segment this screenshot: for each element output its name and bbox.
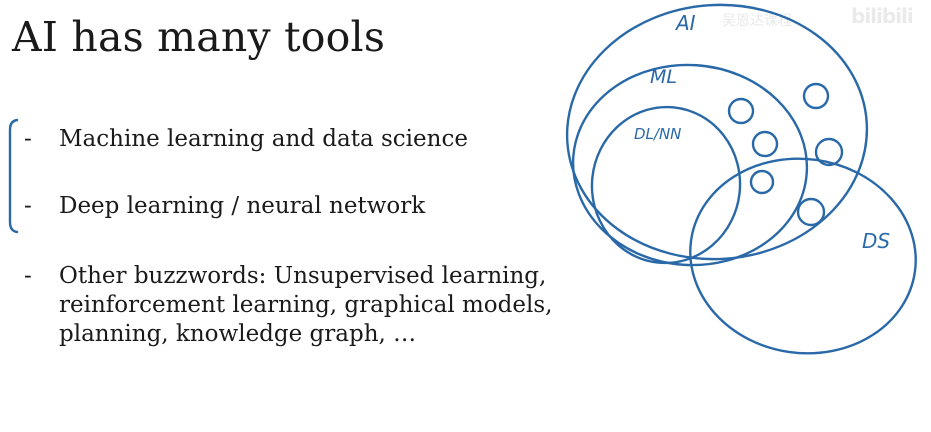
bullet-dash: - (24, 126, 32, 152)
bullet-text: Deep learning / neural network (59, 193, 426, 219)
bullet-line: Other buzzwords: Unsupervised learning, (59, 263, 547, 289)
bullet-line: planning, knowledge graph, … (59, 320, 417, 347)
watermark-text: 吴恩达课程 (722, 13, 792, 29)
ds-label: DS (862, 229, 890, 253)
tool-circle (802, 82, 830, 110)
bullet-text: Other buzzwords: Unsupervised learning, … (59, 262, 659, 348)
slide-title: AI has many tools (12, 13, 386, 61)
bilibili-logo: bilibili (851, 4, 914, 28)
dl-nn-label: DL/NN (634, 125, 681, 143)
tool-circle (727, 97, 755, 125)
bullet-text: Machine learning and data science (59, 126, 468, 152)
grouping-bracket (8, 118, 19, 234)
tool-circle (814, 137, 844, 167)
bullet-line: reinforcement learning, graphical models… (59, 291, 553, 318)
ml-ellipse (571, 63, 809, 267)
dl-nn-ellipse (590, 105, 742, 265)
ai-label: AI (674, 11, 696, 35)
ai-ellipse (565, 3, 869, 261)
tool-circle (796, 197, 826, 227)
bullet-dash: - (24, 263, 32, 289)
bullet-dash: - (24, 193, 32, 219)
tool-circle (751, 130, 779, 158)
ds-ellipse (689, 157, 917, 355)
ml-label: ML (650, 66, 677, 88)
tool-circle (749, 169, 775, 195)
